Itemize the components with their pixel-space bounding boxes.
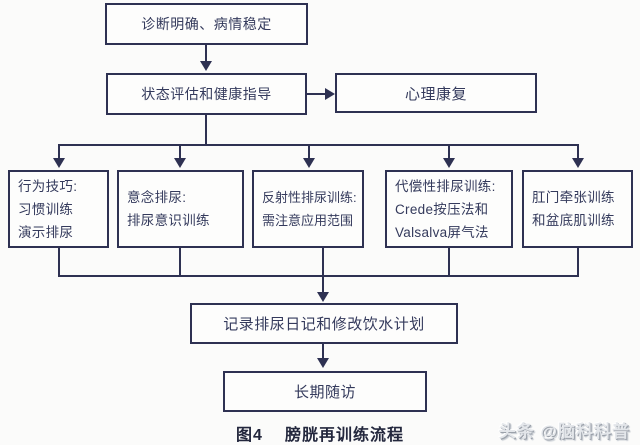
arrowhead-down-icon — [317, 358, 329, 368]
node-compensatory: 代偿性排尿训练: Crede按压法和 Valsalva屏气法 — [385, 170, 513, 248]
node-intention: 意念排尿: 排尿意识训练 — [117, 170, 244, 248]
arrowhead-down-icon — [174, 158, 186, 168]
connector-compensatory-collector — [448, 248, 450, 277]
node-anal-pelvic-line1: 肛门牵张训练 — [532, 190, 615, 205]
node-compensatory-line2: Crede按压法和 — [395, 201, 489, 217]
collector-line-bottom — [58, 275, 579, 277]
connector-branch-intention — [179, 146, 181, 159]
node-assessment: 状态评估和健康指导 — [106, 73, 307, 115]
node-followup: 长期随访 — [223, 371, 427, 412]
arrowhead-right-icon — [325, 88, 335, 100]
connector-anal-pelvic-collector — [577, 248, 579, 277]
toutiao-watermark: 头条 @脑科科普 — [498, 422, 630, 441]
node-psychological-label: 心理康复 — [404, 85, 467, 103]
node-diagnosis: 诊断明确、病情稳定 — [105, 3, 308, 45]
arrowhead-down-icon — [317, 292, 329, 302]
node-compensatory-line1: 代偿性排尿训练: — [395, 178, 496, 194]
connector-reflex-collector — [322, 248, 324, 277]
node-intention-line2: 排尿意识训练 — [127, 213, 210, 228]
node-anal-pelvic: 肛门牵张训练 和盆底肌训练 — [522, 170, 633, 248]
connector-branch-behavioral — [58, 146, 60, 159]
node-reflex-line1: 反射性排尿训练: — [262, 190, 357, 205]
arrowhead-down-icon — [200, 61, 212, 71]
connector-branch-reflex — [308, 146, 310, 159]
connector-assessment-psychological — [307, 93, 326, 95]
connector-branch-anal-pelvic — [577, 146, 579, 159]
node-behavioral: 行为技巧: 习惯训练 演示排尿 — [8, 170, 109, 248]
connector-branch-compensatory — [448, 146, 450, 159]
node-diary: 记录排尿日记和修改饮水计划 — [190, 303, 458, 344]
arrowhead-down-icon — [303, 158, 315, 168]
connector-collector-diary — [322, 277, 324, 293]
arrowhead-down-icon — [53, 158, 65, 168]
node-diagnosis-label: 诊断明确、病情稳定 — [141, 16, 272, 32]
node-reflex: 反射性排尿训练: 需注意应用范围 — [252, 170, 364, 248]
node-behavioral-line1: 行为技巧: — [18, 178, 78, 194]
node-intention-line1: 意念排尿: — [127, 190, 187, 205]
node-behavioral-line3: 演示排尿 — [18, 224, 74, 240]
node-assessment-label: 状态评估和健康指导 — [141, 86, 272, 102]
connector-assessment-branch — [205, 115, 207, 146]
arrowhead-down-icon — [572, 158, 584, 168]
node-psychological: 心理康复 — [335, 73, 537, 113]
connector-intention-collector — [179, 248, 181, 277]
figure-caption-tag: 图4 — [236, 427, 263, 444]
branch-line-top — [58, 144, 579, 146]
node-followup-label: 长期随访 — [293, 384, 356, 401]
node-diary-label: 记录排尿日记和修改饮水计划 — [223, 316, 425, 333]
arrowhead-down-icon — [443, 158, 455, 168]
connector-behavioral-collector — [58, 248, 60, 277]
node-behavioral-line2: 习惯训练 — [18, 201, 74, 217]
node-anal-pelvic-line2: 和盆底肌训练 — [532, 213, 615, 228]
figure-caption: 图4 膀胱再训练流程 — [0, 421, 640, 445]
connector-diagnosis-assessment — [205, 45, 207, 62]
figure-caption-title: 膀胱再训练流程 — [284, 427, 404, 444]
node-compensatory-line3: Valsalva屏气法 — [395, 224, 489, 240]
node-reflex-line2: 需注意应用范围 — [262, 213, 354, 228]
connector-diary-followup — [322, 344, 324, 359]
